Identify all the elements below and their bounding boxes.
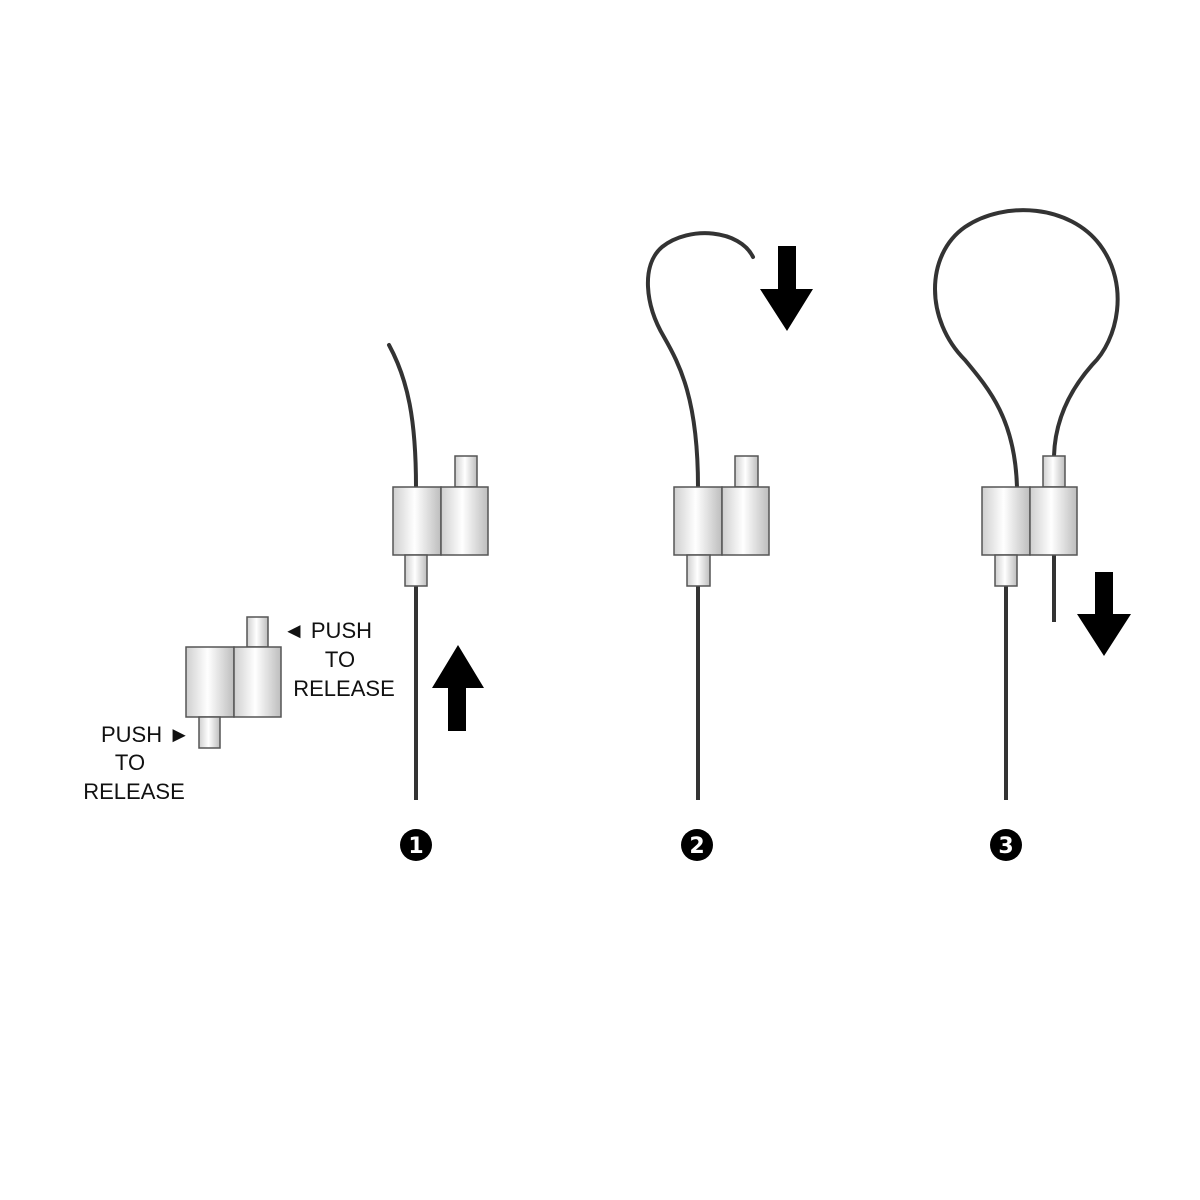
step-3-gripper-top-pin	[1042, 455, 1066, 488]
legend-label-bottom-line2: TO	[115, 750, 145, 775]
step-2-gripper-bottom-pin	[686, 554, 711, 587]
step-3-cable-loop	[933, 208, 1120, 489]
step-3-down-arrow	[1077, 572, 1131, 656]
step-1-illustration: 1	[387, 343, 489, 861]
step-1-gripper-bottom-pin	[404, 554, 428, 587]
step-1-badge: 1	[400, 829, 432, 861]
legend-label-bottom-line3: RELEASE	[83, 779, 185, 804]
legend-gripper	[185, 616, 282, 749]
step-3-gripper-bottom-pin	[994, 554, 1018, 587]
step-1-cable-upper	[387, 343, 418, 489]
step-1-number: 1	[408, 834, 423, 859]
legend-label-top-line1: ◄ PUSH	[283, 618, 372, 643]
step-2-badge-circle	[681, 829, 713, 861]
legend-label-bottom-line1: PUSH ►	[101, 722, 190, 747]
step-3-number: 3	[998, 834, 1013, 859]
legend-gripper-right-body	[233, 646, 282, 718]
step-1-gripper-top-pin	[454, 455, 478, 488]
legend-label-top-line2: TO	[325, 647, 355, 672]
step-2-gripper-top-pin	[734, 455, 759, 488]
step-3-badge: 3	[990, 829, 1022, 861]
legend-label-push-to-release-top: ◄ PUSH TO RELEASE	[283, 618, 395, 701]
step-3-badge-circle	[990, 829, 1022, 861]
step-2-down-arrow	[760, 246, 813, 331]
step-1-gripper-left-body	[392, 486, 442, 556]
step-1-gripper	[392, 455, 489, 587]
step-2-gripper-right-body	[721, 486, 770, 556]
step-1-gripper-right-body	[440, 486, 489, 556]
step-2-gripper	[673, 455, 770, 587]
legend-gripper-bottom-pin	[198, 716, 221, 749]
step-3-gripper-left-body	[981, 486, 1031, 556]
step-2-illustration: 2	[645, 231, 813, 861]
step-1-badge-circle	[400, 829, 432, 861]
legend-label-top-line3: RELEASE	[293, 676, 395, 701]
step-1-up-arrow	[432, 645, 484, 731]
step-2-gripper-left-body	[673, 486, 723, 556]
step-3-illustration: 3	[933, 208, 1131, 861]
legend-gripper-left-body	[185, 646, 235, 718]
legend-gripper-top-pin	[246, 616, 269, 648]
step-2-number: 2	[689, 834, 704, 859]
step-3-gripper-right-body	[1029, 486, 1078, 556]
step-3-gripper	[981, 455, 1078, 587]
step-2-badge: 2	[681, 829, 713, 861]
step-2-cable-hook	[645, 231, 755, 489]
legend-label-push-to-release-bottom: PUSH ► TO RELEASE	[83, 722, 190, 804]
